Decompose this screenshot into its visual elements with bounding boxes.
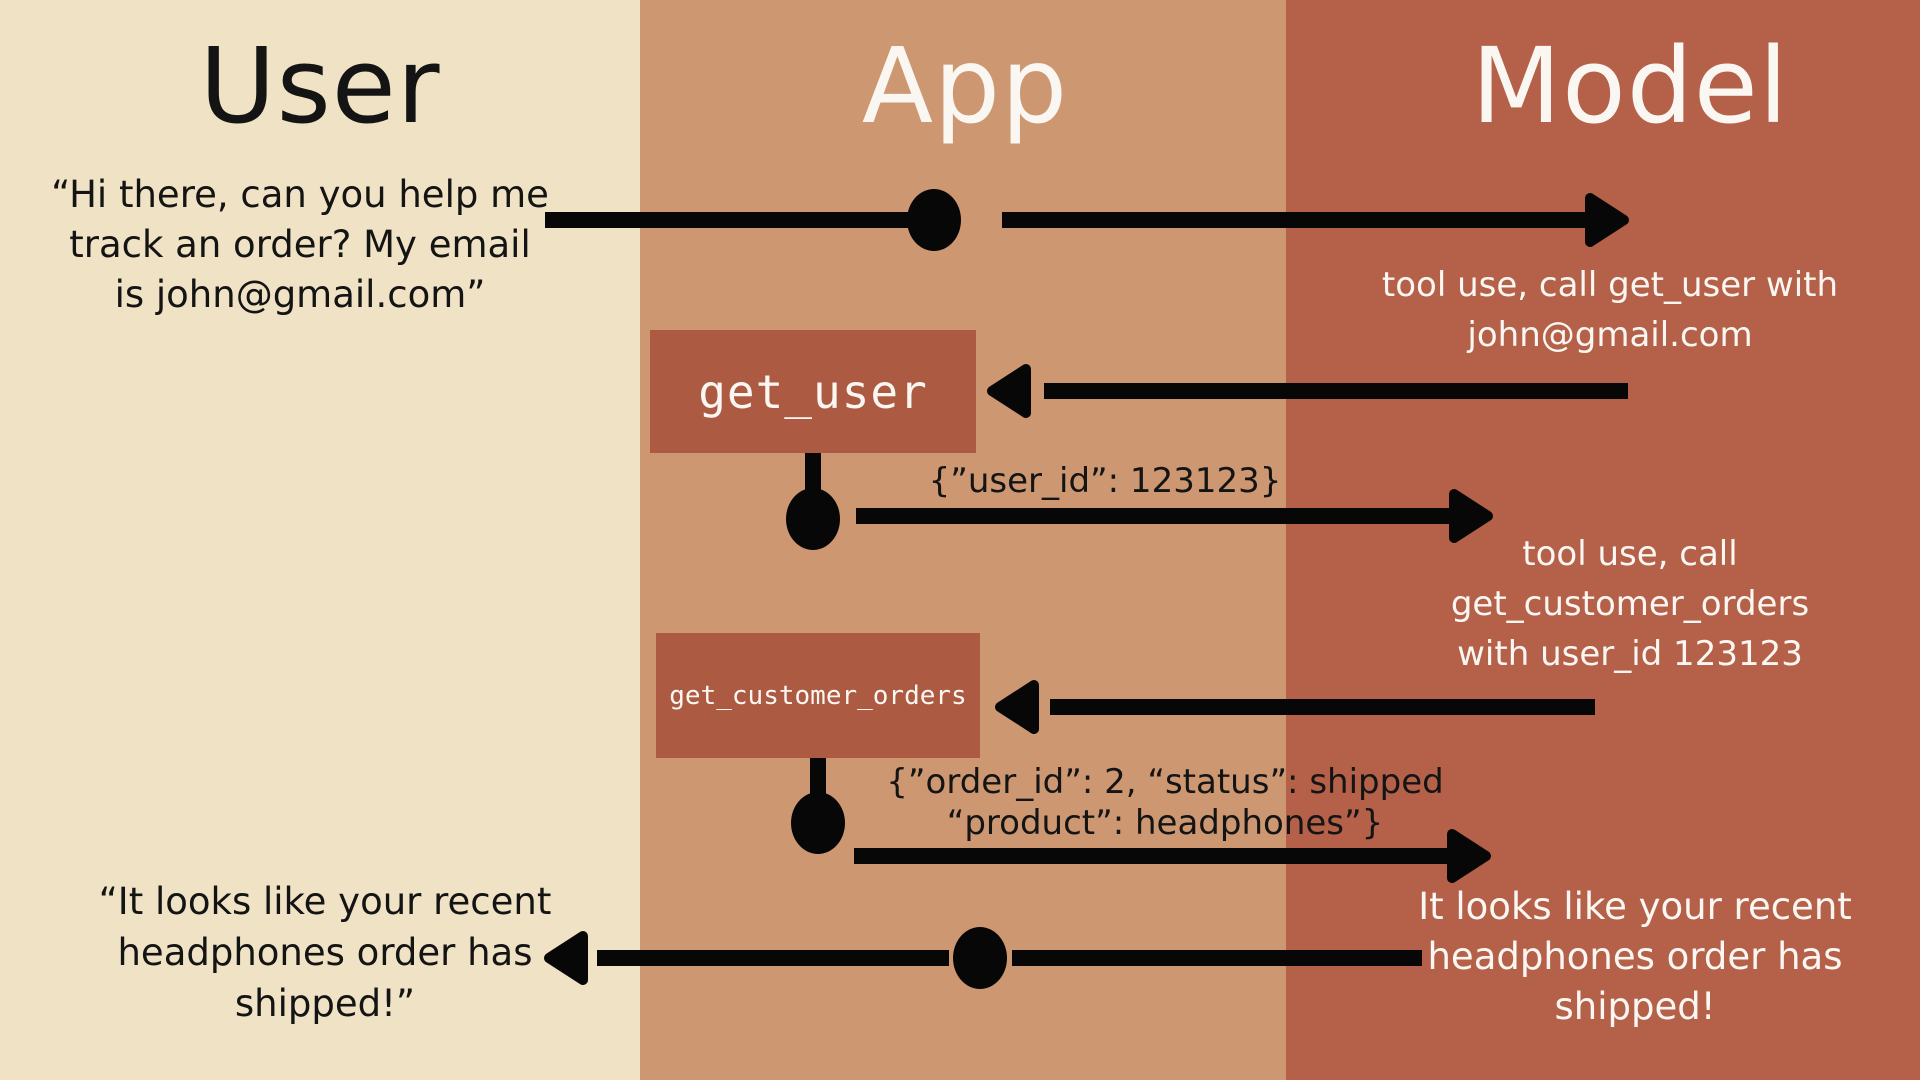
tool-box-get-user: get_user bbox=[650, 330, 976, 453]
lane-user-background bbox=[0, 0, 640, 1080]
model-tool-call-1-line: tool use, call get_user with bbox=[1381, 265, 1839, 305]
arrow-model-to-getuser-line bbox=[1044, 383, 1628, 399]
lane-app-background bbox=[640, 0, 1286, 1080]
lane-model-background bbox=[1286, 0, 1920, 1080]
arrowhead-left-icon bbox=[544, 931, 588, 985]
arrow-userid-to-model-line bbox=[856, 508, 1452, 524]
tool-1-result: {”user_id”: 123123} bbox=[928, 461, 1282, 501]
arrow-user-to-model-app-node bbox=[907, 189, 961, 251]
user-reply-line: “It looks like your recent bbox=[98, 880, 552, 923]
arrow-orders-to-model-line bbox=[854, 848, 1450, 864]
arrowhead-left-icon bbox=[995, 680, 1039, 734]
user-message-line: “Hi there, can you help me bbox=[51, 173, 549, 216]
arrowhead-right-icon bbox=[1447, 829, 1491, 883]
user-message-line: is john@gmail.com” bbox=[114, 273, 486, 316]
arrow-model-to-user-line bbox=[597, 950, 949, 966]
user-reply-line: headphones order has bbox=[117, 931, 533, 974]
getuser-result-node bbox=[786, 488, 840, 550]
arrowhead-right-icon bbox=[1449, 489, 1493, 543]
arrow-model-to-user-line2 bbox=[1012, 950, 1422, 966]
user-message-line: track an order? My email bbox=[69, 223, 531, 266]
user-message: “Hi there, can you help me track an orde… bbox=[40, 170, 560, 320]
arrow-model-to-getorders-line bbox=[1050, 699, 1595, 715]
tool-2-result-line: {”order_id”: 2, “status”: shipped bbox=[886, 762, 1444, 802]
model-reply-line: It looks like your recent bbox=[1418, 885, 1852, 928]
getorders-connector-bar bbox=[810, 758, 826, 803]
arrow-user-to-model-line bbox=[545, 212, 909, 228]
lane-title-app: App bbox=[861, 25, 1069, 147]
model-reply: It looks like your recent headphones ord… bbox=[1390, 882, 1880, 1032]
tool-2-result-line: “product”: headphones”} bbox=[946, 803, 1384, 843]
arrow-model-to-user-app-node bbox=[953, 927, 1007, 989]
model-reply-line: headphones order has bbox=[1427, 935, 1843, 978]
arrowhead-right-icon bbox=[1585, 193, 1629, 247]
model-tool-call-2-line: with user_id 123123 bbox=[1457, 634, 1803, 674]
lane-title-user: User bbox=[199, 25, 441, 147]
model-reply-line: shipped! bbox=[1554, 985, 1716, 1028]
user-reply-line: shipped!” bbox=[234, 982, 416, 1025]
model-tool-call-1: tool use, call get_user with john@gmail.… bbox=[1355, 260, 1865, 360]
model-tool-call-2-line: tool use, call bbox=[1522, 534, 1738, 574]
tool-box-get-user-label: get_user bbox=[698, 364, 928, 419]
user-reply: “It looks like your recent headphones or… bbox=[70, 876, 580, 1029]
getorders-result-node bbox=[791, 792, 845, 854]
arrowhead-left-icon bbox=[987, 364, 1031, 418]
tool-box-get-customer-orders-label: get_customer_orders bbox=[669, 680, 967, 711]
model-tool-call-2: tool use, call get_customer_orders with … bbox=[1375, 529, 1885, 679]
tool-box-get-customer-orders: get_customer_orders bbox=[656, 633, 980, 758]
tool-2-result: {”order_id”: 2, “status”: shipped “produ… bbox=[860, 762, 1470, 844]
model-tool-call-2-line: get_customer_orders bbox=[1450, 584, 1810, 624]
lane-title-model: Model bbox=[1471, 25, 1789, 147]
model-tool-call-1-line: john@gmail.com bbox=[1467, 315, 1753, 355]
arrow-user-to-model-line2 bbox=[1002, 212, 1588, 228]
